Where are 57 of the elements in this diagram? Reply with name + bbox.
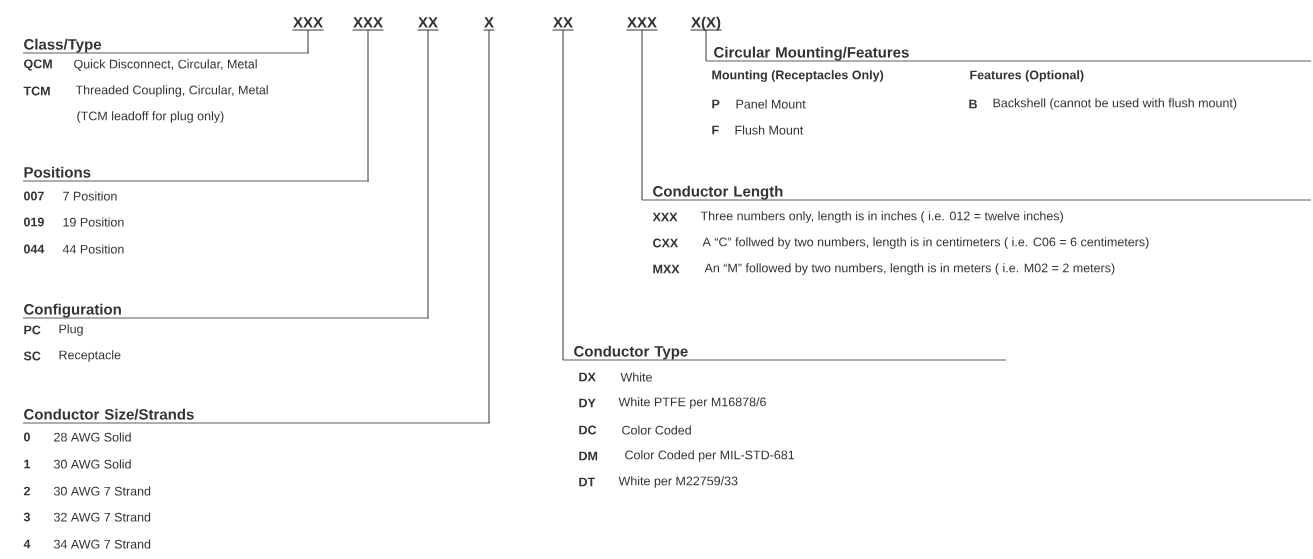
option-description: 30 AWG 7 Strand	[53, 486, 151, 496]
option-description: White PTFE per M16878/6	[618, 397, 766, 409]
option-code: 4	[23, 539, 31, 549]
option-description: (TCM leadoff for plug only)	[77, 111, 224, 123]
option-description: 30 AWG Solid	[53, 459, 131, 469]
option-code: DT	[579, 477, 596, 487]
option-description: Color Coded	[622, 425, 691, 435]
option-description: Color Coded per MIL-STD-681	[625, 450, 795, 462]
code-segment: XX	[552, 17, 574, 31]
connector-line	[641, 29, 643, 201]
option-code: SC	[23, 351, 41, 361]
code-segment: X	[483, 17, 495, 31]
option-description: 34 AWG 7 Strand	[53, 539, 151, 549]
option-code: 2	[23, 486, 30, 496]
connector-line	[562, 29, 564, 361]
option-code: CXX	[653, 238, 679, 248]
option-code: MXX	[653, 264, 680, 274]
option-code: 3	[23, 512, 30, 522]
code-segment: XXX	[292, 17, 324, 31]
section-heading: Conductor Size/Strands	[22, 408, 491, 424]
section-heading: Class/Type	[22, 38, 310, 54]
option-code: DY	[579, 398, 596, 408]
section-heading: Circular Mounting/Features	[705, 46, 1312, 62]
option-description: White per M22759/33	[618, 476, 738, 488]
option-code: 019	[24, 217, 44, 227]
option-code: P	[712, 99, 720, 109]
option-code: B	[969, 99, 977, 109]
option-description: A “C” follwed by two numbers, length is in centimeters ( i.e. C06 = 6 centimeters)	[702, 237, 1149, 249]
option-code: TCM	[23, 86, 50, 96]
code-segment: XXX	[352, 17, 384, 31]
code-segment: X(X)	[690, 16, 722, 31]
code-segment: XXX	[626, 17, 658, 31]
option-description: Backshell (cannot be used with flush mount)	[993, 98, 1237, 110]
option-code: DM	[579, 451, 598, 461]
option-code: DC	[579, 425, 597, 435]
section-heading: Configuration	[22, 303, 430, 319]
connector-line	[705, 29, 707, 62]
section-heading: Positions	[22, 166, 370, 182]
option-code: 1	[24, 459, 31, 469]
option-description: An “M” followed by two numbers, length is in meters ( i.e. M02 = 2 meters)	[704, 263, 1115, 275]
option-description: 19 Position	[63, 217, 124, 227]
connector-line	[488, 29, 490, 424]
option-code: Mounting (Receptacles Only)	[712, 70, 884, 82]
code-segment: XX	[417, 17, 439, 31]
option-description: Flush Mount	[735, 125, 804, 135]
connector-line	[427, 29, 429, 319]
option-description: Receptacle	[59, 350, 121, 362]
option-description: 32 AWG 7 Strand	[53, 512, 151, 522]
option-description: Threaded Coupling, Circular, Metal	[75, 85, 268, 97]
section-heading: Conductor Length	[641, 185, 1312, 201]
section-heading: Conductor Type	[562, 345, 1007, 361]
connector-line	[307, 29, 309, 54]
option-description: Panel Mount	[736, 99, 806, 109]
connector-line	[367, 29, 369, 182]
option-code: 044	[24, 244, 45, 254]
option-code: F	[712, 125, 719, 135]
option-description: 44 Position	[62, 244, 124, 254]
